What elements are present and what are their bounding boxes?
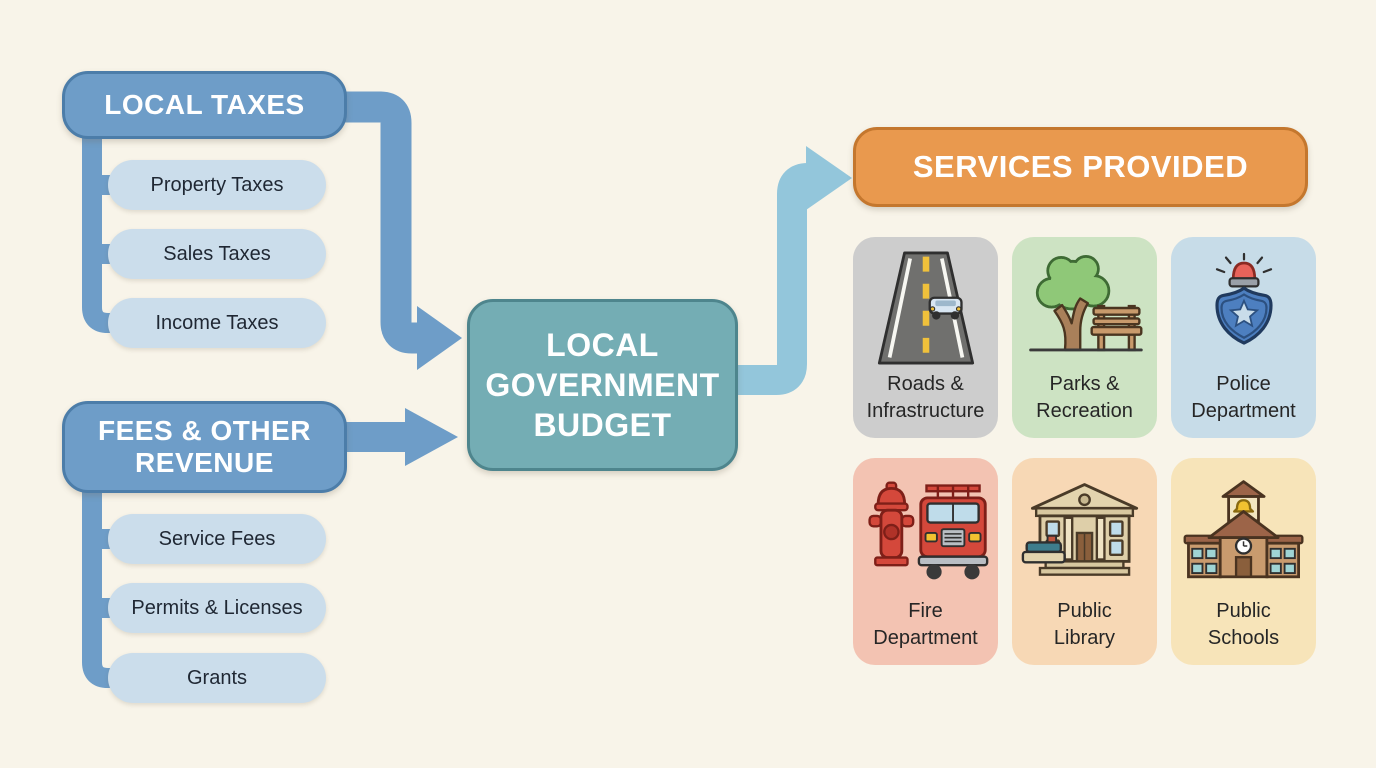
services-provided-header: SERVICES PROVIDED bbox=[853, 127, 1308, 207]
service-card-public-schools: Public Schools bbox=[1171, 458, 1316, 665]
police-badge-icon bbox=[1171, 237, 1316, 371]
service-card-police-department: Police Department bbox=[1171, 237, 1316, 438]
school-building-icon bbox=[1171, 458, 1316, 598]
revenue-item-grants: Grants bbox=[108, 653, 326, 703]
fire-truck-icon bbox=[853, 458, 998, 598]
service-card-label: Public Schools bbox=[1207, 600, 1280, 649]
library-building-icon bbox=[1012, 458, 1157, 598]
road-icon bbox=[853, 237, 998, 371]
fees-other-revenue-header: FEES & OTHER REVENUE bbox=[62, 401, 347, 493]
service-card-roads-infrastructure: Roads & Infrastructure bbox=[853, 237, 998, 438]
revenue-item-sales-taxes: Sales Taxes bbox=[108, 229, 326, 279]
service-card-label: Public Library bbox=[1053, 600, 1116, 649]
local-taxes-bracket bbox=[82, 130, 113, 333]
service-card-label: Fire Department bbox=[873, 600, 978, 649]
revenue-item-property-taxes: Property Taxes bbox=[108, 160, 326, 210]
service-card-fire-department: Fire Department bbox=[853, 458, 998, 665]
service-card-label: Parks & Recreation bbox=[1036, 373, 1133, 422]
budget-to-services-arrow bbox=[733, 146, 852, 395]
revenue-item-income-taxes: Income Taxes bbox=[108, 298, 326, 348]
local-government-budget-box: LOCAL GOVERNMENT BUDGET bbox=[467, 299, 738, 471]
tree-bench-icon bbox=[1012, 237, 1157, 371]
fees-bracket bbox=[82, 484, 113, 688]
revenue-item-permits-licenses: Permits & Licenses bbox=[108, 583, 326, 633]
service-card-public-library: Public Library bbox=[1012, 458, 1157, 665]
taxes-to-budget-arrow bbox=[338, 91, 462, 370]
revenue-item-service-fees: Service Fees bbox=[108, 514, 326, 564]
fees-to-budget-arrow bbox=[340, 408, 458, 466]
service-card-parks-recreation: Parks & Recreation bbox=[1012, 237, 1157, 438]
service-cards-grid: Roads & Infrastructure bbox=[853, 237, 1316, 665]
local-taxes-header: LOCAL TAXES bbox=[62, 71, 347, 139]
service-card-label: Police Department bbox=[1191, 373, 1296, 422]
service-card-label: Roads & Infrastructure bbox=[866, 373, 985, 422]
